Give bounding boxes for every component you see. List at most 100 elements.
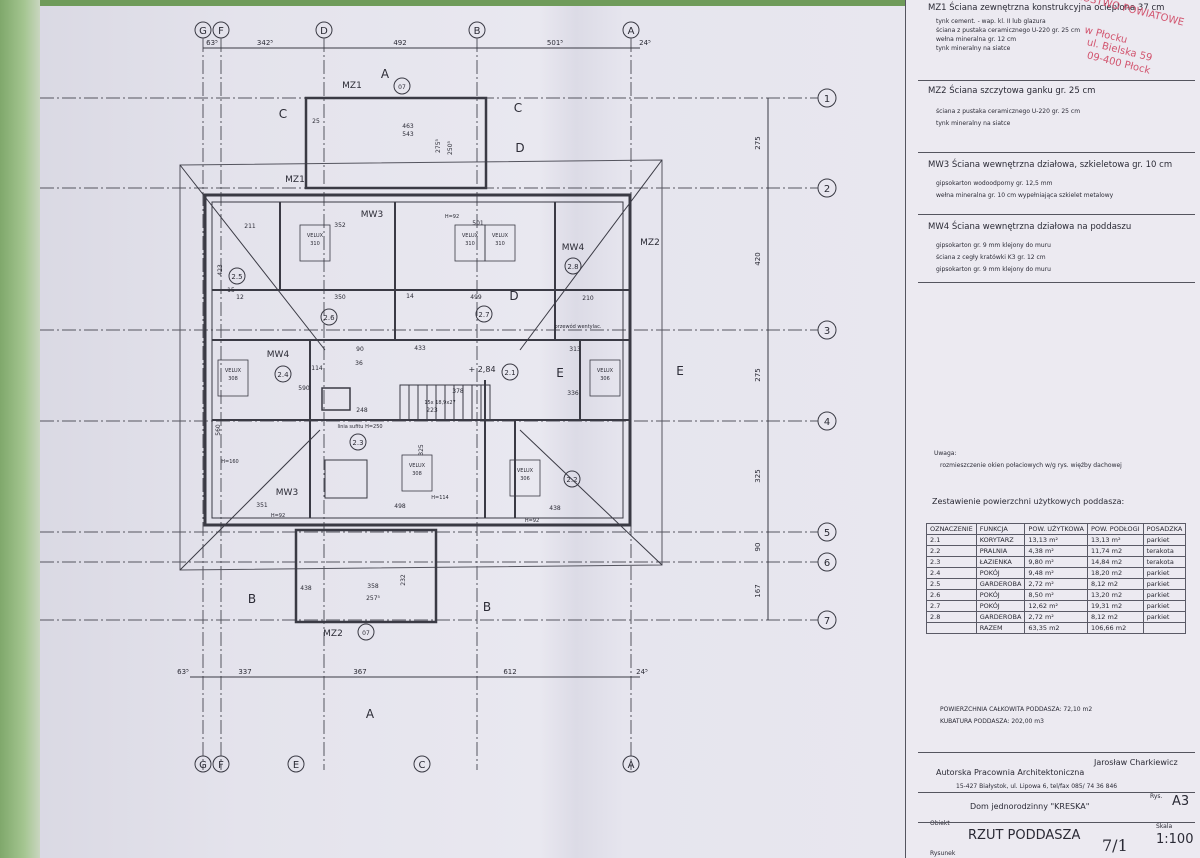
- summary-cell: 18,20 m2: [1086, 567, 1144, 579]
- summary-cell: 2.5: [926, 578, 977, 590]
- inner-dimension: 336: [567, 390, 579, 397]
- section-tag: [357, 623, 375, 641]
- velux-code: 310: [310, 241, 320, 247]
- summary-cell: 11,74 m2: [1086, 545, 1144, 557]
- legend-mz1-line: tynk mineralny na siatce: [936, 45, 1011, 52]
- legend-mw3-line: gipsokarton wodoodporny gr. 12,5 mm: [936, 180, 1053, 187]
- axis-bubble-2: [817, 178, 837, 198]
- roof-hip: [519, 429, 663, 566]
- inner-dimension: 463: [402, 123, 414, 130]
- axis-bubble-a: [622, 755, 640, 773]
- summary-cell: PRALNIA: [975, 545, 1026, 557]
- roof-hip: [179, 164, 326, 351]
- sheet-label: Rys.: [1150, 793, 1163, 800]
- wall-tag: MW4: [267, 350, 290, 360]
- summary-title: Zestawienie powierzchni użytkowych podda…: [932, 497, 1125, 506]
- outer-wall-inner: [211, 201, 624, 519]
- right-dimension: 325: [754, 469, 762, 482]
- wall-tag: MW4: [562, 243, 585, 253]
- velux-label: VELUX: [597, 368, 614, 374]
- summary-cell: [1142, 622, 1187, 634]
- top-dimension: 342⁵: [257, 39, 273, 47]
- room-bubble: [475, 305, 493, 323]
- plan-note: linia sufitu H=250: [337, 424, 382, 430]
- inner-dimension: 210: [582, 295, 594, 302]
- summary-cell: terakota: [1142, 556, 1187, 568]
- section-mark: C: [279, 107, 287, 121]
- section-mark: E: [556, 366, 564, 380]
- room-bubble: [564, 257, 582, 275]
- section-tag-label: 07: [398, 84, 406, 91]
- legend-mw4-title: MW4 Ściana wewnętrzna działowa na poddas…: [928, 222, 1132, 232]
- inner-dimension: 543: [402, 131, 414, 138]
- room-number: 2.8: [567, 263, 578, 271]
- inner-dimension: 498: [394, 503, 406, 510]
- summary-header-cell: OZNACZENIE: [926, 523, 977, 535]
- summary-cell: 13,20 m2: [1086, 589, 1144, 601]
- velux-label: VELUX: [225, 368, 242, 374]
- inner-dimension: 12: [236, 294, 244, 301]
- legend-mz2-line: tynk mineralny na siatce: [936, 120, 1011, 127]
- inner-dimension: 438: [549, 505, 561, 512]
- summary-cell: 13,13 m²: [1024, 534, 1088, 546]
- summary-cell: 9,80 m²: [1024, 556, 1088, 568]
- axis-label-g: G: [199, 760, 207, 771]
- summary-cell: 2.3: [926, 556, 977, 568]
- wall-tag: MZ2: [323, 629, 343, 639]
- room-bubble: [274, 365, 292, 383]
- legend-mw3-line: wełna mineralna gr. 10 cm wypełniająca s…: [936, 192, 1114, 199]
- axis-number-3: 3: [824, 326, 830, 337]
- velux-label: VELUX: [409, 463, 426, 469]
- summary-header-cell: POSADZKA: [1142, 523, 1187, 535]
- inner-dimension: 350: [334, 294, 346, 301]
- room-number: 2.3: [352, 439, 363, 447]
- plan-note: H=160: [221, 459, 239, 465]
- inner-dimension: 25: [312, 118, 320, 125]
- inner-dimension: 378: [452, 388, 464, 395]
- axis-bubble-5: [817, 522, 837, 542]
- legend-mz1-line: wełna mineralna gr. 12 cm: [936, 36, 1017, 43]
- summary-cell: 2.4: [926, 567, 977, 579]
- summary-cell: 2.7: [926, 600, 977, 612]
- office-address: 15-427 Białystok, ul. Lipowa 6, tel/fax …: [956, 783, 1118, 790]
- legend-mz2-title: MZ2 Ściana szczytowa ganku gr. 25 cm: [928, 86, 1096, 96]
- wall-tag: MZ1: [285, 175, 305, 185]
- summary-cell: ŁAZIENKA: [975, 556, 1026, 568]
- summary-cell: 13,13 m²: [1086, 534, 1144, 546]
- right-dimension: 167: [754, 584, 762, 597]
- object-name: Dom jednorodzinny "KRESKA": [970, 802, 1090, 811]
- inner-dimension: 433: [414, 345, 426, 352]
- notes-text: rozmieszczenie okien połaciowych w/g rys…: [940, 462, 1122, 469]
- inner-dimension: 501: [472, 220, 484, 227]
- summary-cell: RAZEM: [975, 622, 1026, 634]
- axis-bubble-c: [413, 755, 431, 773]
- wall-tag: MZ2: [640, 238, 660, 248]
- dormer-wall-mz2: [304, 96, 488, 190]
- inner-dimension: 560: [215, 424, 222, 436]
- inner-dimension: 36: [355, 360, 363, 367]
- inner-dimension: 499: [470, 294, 482, 301]
- legend-mz2-line: ściana z pustaka ceramicznego U-220 gr. …: [936, 108, 1081, 115]
- porch-wall-mz2: [294, 528, 438, 624]
- scale-value: 1:100: [1156, 832, 1194, 847]
- inner-dimension: 248: [356, 407, 368, 414]
- section-mark: A: [366, 707, 375, 721]
- axis-label-a: A: [628, 26, 635, 37]
- plan-note: H=92: [271, 513, 285, 519]
- inner-dimension: 275⁵: [435, 138, 442, 152]
- velux-window: [299, 224, 331, 262]
- summary-cell: 2,72 m²: [1024, 611, 1088, 623]
- summary-cell: 12,62 m²: [1024, 600, 1088, 612]
- axis-bubble-e: [287, 755, 305, 773]
- inner-dimension: 15: [227, 287, 235, 294]
- inner-dimension: 325: [418, 444, 425, 456]
- velux-window: [401, 454, 433, 492]
- summary-cell: parkiet: [1142, 567, 1187, 579]
- inner-dimension: 313: [569, 346, 581, 353]
- section-mark: A: [381, 67, 390, 81]
- axis-number-5: 5: [824, 528, 830, 539]
- bottom-dimension: 337: [238, 668, 251, 676]
